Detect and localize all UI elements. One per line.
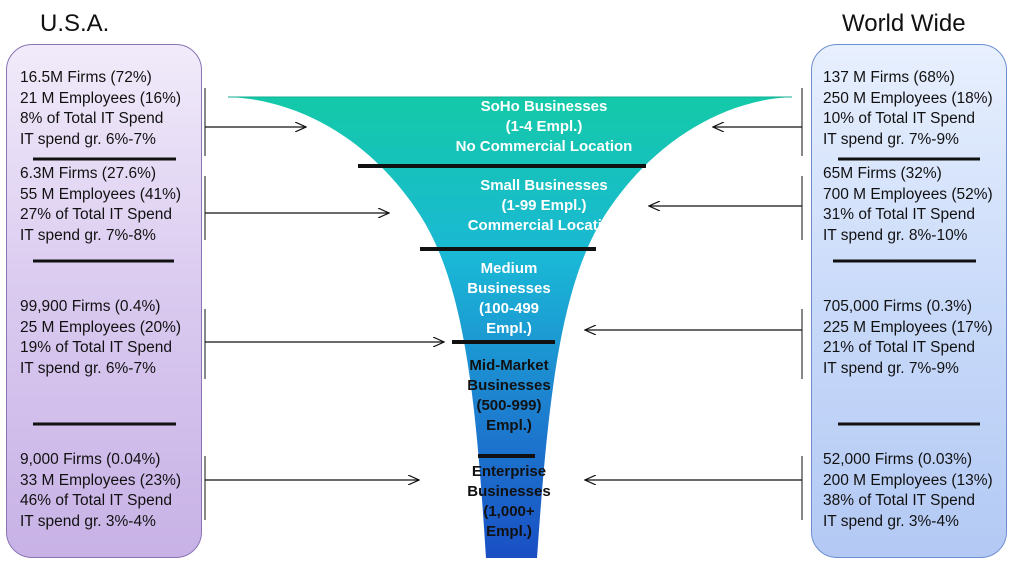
segment-line: No Commercial Location	[455, 138, 633, 155]
stat-line: 33 M Employees (23%)	[20, 471, 182, 489]
stat-line: 250 M Employees (18%)	[823, 89, 993, 107]
stat-line: IT spend gr. 8%-10%	[823, 226, 968, 244]
stat-line: 16.5M Firms (72%)	[20, 69, 152, 86]
segment-line: Businesses	[467, 280, 551, 297]
segment-line: Medium	[480, 260, 538, 277]
stat-line: IT spend gr. 7%-9%	[823, 130, 959, 148]
stat-line: 10% of Total IT Spend	[823, 110, 975, 128]
usa-stats-enterprise: 9,000 Firms (0.04%) 33 M Employees (23%)…	[20, 450, 181, 532]
segment-line: Empl.)	[486, 320, 532, 337]
stat-line: IT spend gr. 6%-7%	[20, 359, 156, 377]
stat-line: IT spend gr. 3%-4%	[823, 512, 959, 530]
stat-line: 99,900 Firms (0.4%)	[20, 298, 161, 315]
usa-title: U.S.A.	[40, 10, 110, 37]
stat-line: 31% of Total IT Spend	[823, 206, 975, 224]
brackets	[204, 88, 803, 520]
stat-line: IT spend gr. 7%-9%	[823, 359, 959, 377]
usa-stats-small: 6.3M Firms (27.6%) 55 M Employees (41%) …	[20, 164, 181, 246]
arrows	[205, 127, 802, 480]
segment-line: Empl.)	[486, 417, 532, 434]
stat-line: 705,000 Firms (0.3%)	[823, 298, 973, 315]
funnel-shape	[228, 97, 792, 558]
stat-line: IT spend gr. 3%-4%	[20, 512, 156, 530]
world-stats-enterprise: 52,000 Firms (0.03%) 200 M Employees (13…	[823, 450, 993, 532]
stat-line: 225 M Employees (17%)	[823, 318, 993, 336]
segment-line: Small Businesses	[480, 177, 608, 194]
segment-line: Enterprise	[471, 463, 547, 480]
stat-line: 200 M Employees (13%)	[823, 471, 993, 489]
stat-line: 21% of Total IT Spend	[823, 339, 975, 357]
segment-label-soho: SoHo Businesses (1-4 Empl.) No Commercia…	[384, 97, 704, 157]
segment-line: (1-4 Empl.)	[505, 118, 583, 135]
stat-line: 8% of Total IT Spend	[20, 110, 164, 128]
segment-line: (1-99 Empl.)	[501, 197, 587, 214]
usa-stats-medium: 99,900 Firms (0.4%) 25 M Employees (20%)…	[20, 297, 181, 379]
stat-line: 38% of Total IT Spend	[823, 492, 975, 510]
segment-line: SoHo Businesses	[480, 98, 608, 115]
stat-line: 55 M Employees (41%)	[20, 185, 182, 203]
stat-line: 19% of Total IT Spend	[20, 339, 172, 357]
usa-stats-soho: 16.5M Firms (72%) 21 M Employees (16%) 8…	[20, 68, 181, 150]
world-stats-medium: 705,000 Firms (0.3%) 225 M Employees (17…	[823, 297, 993, 379]
segment-line: (1,000+	[483, 503, 535, 520]
usa-panel	[6, 44, 202, 558]
stat-line: 21 M Employees (16%)	[20, 89, 182, 107]
segment-line: (100-499	[478, 300, 540, 317]
segment-label-small: Small Businesses (1-99 Empl.) Commercial…	[384, 176, 704, 236]
panel-dividers	[33, 157, 980, 426]
funnel-dividers	[358, 164, 646, 458]
stat-line: 46% of Total IT Spend	[20, 492, 172, 510]
stat-line: 65M Firms (32%)	[823, 165, 942, 182]
segment-line: Commercial Location	[467, 217, 621, 234]
stat-line: 6.3M Firms (27.6%)	[20, 165, 157, 182]
stat-line: 52,000 Firms (0.03%)	[823, 451, 973, 468]
stat-line: IT spend gr. 6%-7%	[20, 130, 156, 148]
world-stats-soho: 137 M Firms (68%) 250 M Employees (18%) …	[823, 68, 993, 150]
segment-line: Businesses	[467, 483, 551, 500]
segment-label-medium: Medium Businesses (100-499 Empl.)	[434, 259, 584, 339]
stat-line: 25 M Employees (20%)	[20, 318, 182, 336]
stat-line: 700 M Employees (52%)	[823, 185, 993, 203]
segment-label-enterprise: Enterprise Businesses (1,000+ Empl.)	[434, 462, 584, 542]
stat-line: 137 M Firms (68%)	[823, 69, 955, 86]
world-wide-title: World Wide	[842, 10, 966, 37]
segment-line: (500-999)	[476, 397, 542, 414]
world-stats-small: 65M Firms (32%) 700 M Employees (52%) 31…	[823, 164, 993, 246]
stat-line: 27% of Total IT Spend	[20, 206, 172, 224]
segment-line: Empl.)	[486, 523, 532, 540]
segment-line: Mid-Market	[469, 357, 549, 374]
stat-line: IT spend gr. 7%-8%	[20, 226, 156, 244]
stat-line: 9,000 Firms (0.04%)	[20, 451, 161, 468]
world-wide-panel	[811, 44, 1007, 558]
segment-label-mid-market: Mid-Market Businesses (500-999) Empl.)	[434, 356, 584, 436]
segment-line: Businesses	[467, 377, 551, 394]
